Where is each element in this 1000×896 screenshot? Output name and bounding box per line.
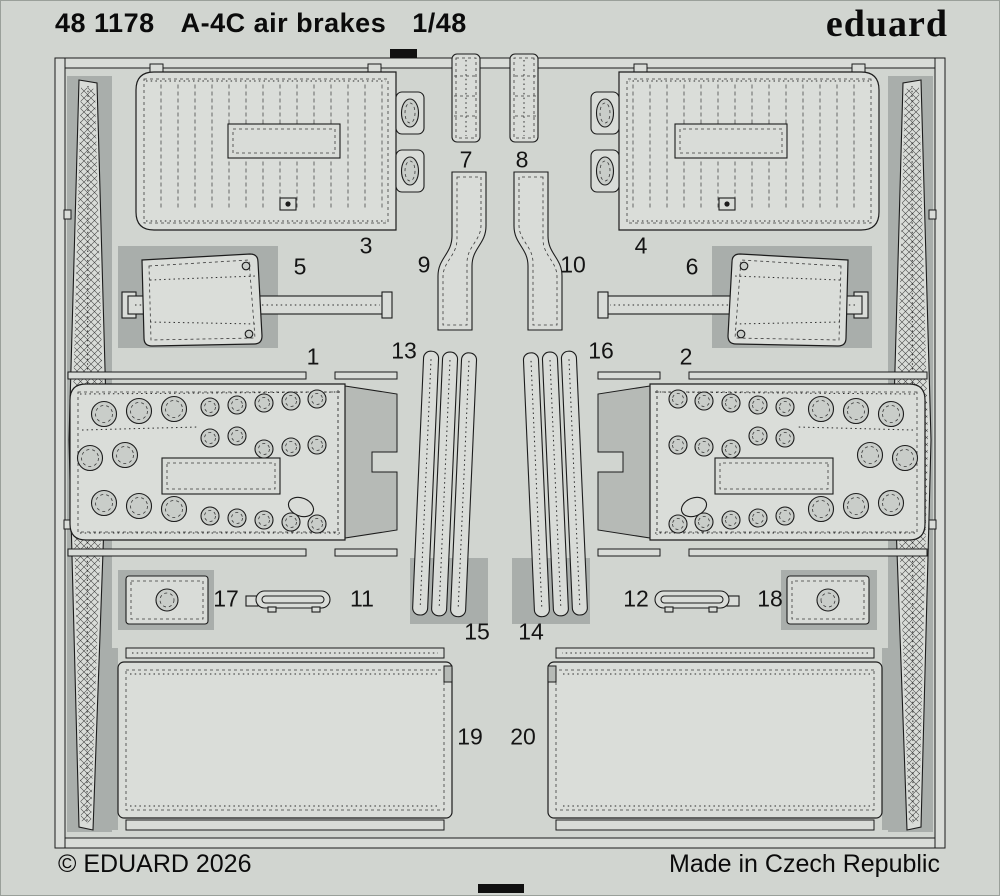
- part-label-16: 16: [588, 337, 614, 364]
- part-label-18: 18: [757, 585, 783, 612]
- top-registration-mark: [390, 49, 417, 58]
- scale-label: 1/48: [412, 8, 467, 38]
- part-9-shape: [437, 171, 487, 331]
- part-label-2: 2: [679, 343, 693, 370]
- part-label-13: 13: [391, 337, 417, 364]
- part-16-shape: [511, 350, 591, 625]
- part-5-shape: [117, 245, 393, 349]
- fret-frame: [54, 57, 946, 849]
- part-3-shape: [135, 63, 425, 231]
- catalog-number: 48 1178: [55, 8, 155, 38]
- part-18-shape: [780, 569, 878, 631]
- part-17-shape: [117, 569, 215, 631]
- part-label-9: 9: [417, 251, 431, 278]
- origin-text: Made in Czech Republic: [669, 850, 940, 878]
- part-19-shape: [109, 647, 453, 831]
- part-1-shape: [68, 372, 397, 556]
- part-2-shape: [598, 372, 927, 556]
- part-label-11: 11: [350, 585, 374, 612]
- part-label-17: 17: [213, 585, 239, 612]
- part-20-shape: [547, 647, 891, 831]
- part-11-shape: [245, 590, 331, 613]
- part-label-19: 19: [457, 723, 483, 750]
- part-label-5: 5: [293, 253, 307, 280]
- part-label-8: 8: [515, 146, 529, 173]
- part-label-7: 7: [459, 146, 473, 173]
- bottom-registration-mark: [478, 884, 524, 893]
- part-label-3: 3: [359, 232, 373, 259]
- part-label-6: 6: [685, 253, 699, 280]
- part-8-shape: [509, 53, 539, 143]
- part-10-shape: [513, 171, 563, 331]
- part-4-shape: [590, 63, 880, 231]
- part-6-shape: [597, 245, 873, 349]
- part-12-shape: [654, 590, 740, 613]
- part-label-14: 14: [518, 618, 544, 645]
- part-label-10: 10: [560, 251, 586, 278]
- part-13-shape: [409, 350, 489, 625]
- eduard-logo: eduard: [825, 3, 948, 45]
- set-title: A-4C air brakes: [180, 8, 387, 38]
- part-label-15: 15: [464, 618, 490, 645]
- part-label-4: 4: [634, 232, 648, 259]
- part-label-1: 1: [306, 343, 320, 370]
- copyright-text: © EDUARD 2026: [58, 850, 252, 878]
- part-label-12: 12: [623, 585, 649, 612]
- sheet-header: 48 1178 A-4C air brakes 1/48: [55, 8, 467, 39]
- part-label-20: 20: [510, 723, 536, 750]
- part-7-shape: [451, 53, 481, 143]
